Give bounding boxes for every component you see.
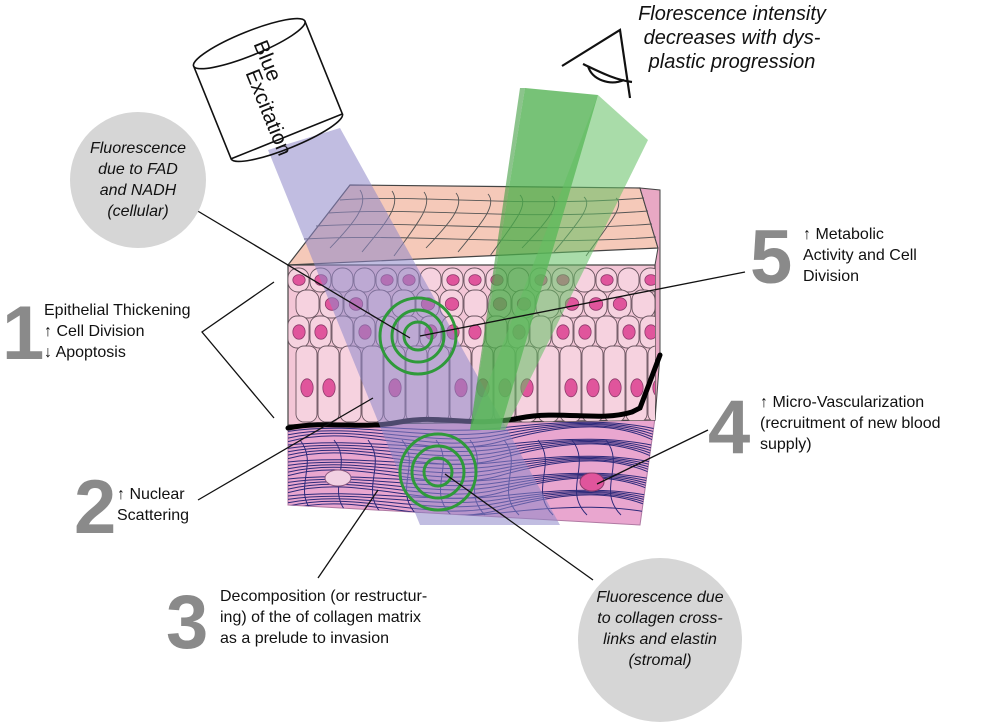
annotation-5-line-3: Division bbox=[803, 268, 860, 285]
epithelial-cell bbox=[463, 289, 488, 319]
annotation-3-text: Decomposition (or restructur- ing) of th… bbox=[220, 586, 427, 649]
cell-nucleus bbox=[630, 378, 644, 398]
cell-nucleus bbox=[644, 324, 655, 340]
epithelial-cell bbox=[617, 267, 640, 293]
cell-nucleus bbox=[586, 378, 600, 398]
annotation-4-line-1: ↑ Micro-Vascularization bbox=[760, 394, 925, 411]
stromal-fluorescence-spiral bbox=[398, 432, 478, 512]
cell-nucleus bbox=[622, 324, 636, 340]
cell-nucleus bbox=[588, 297, 604, 311]
annotation-5-text: ↑ Metabolic Activity and Cell Division bbox=[803, 224, 917, 287]
annotation-2-text: ↑ Nuclear Scattering bbox=[117, 484, 189, 526]
cell-nucleus bbox=[314, 324, 328, 340]
cell-nucleus bbox=[612, 297, 628, 311]
leader-3 bbox=[317, 489, 379, 579]
cellular-fluorescence-text: Fluorescence due to FAD and NADH (cellul… bbox=[89, 140, 187, 220]
annotation-4-number: 4 bbox=[708, 385, 751, 470]
leader-cellular bbox=[195, 209, 411, 339]
epithelial-cell bbox=[295, 289, 320, 319]
annotation-5-line-1: ↑ Metabolic bbox=[803, 226, 884, 243]
stromal-fluorescence-bubble: Fluorescence due to collagen cross- link… bbox=[578, 558, 742, 722]
annotation-3-line-2: ing) of the of collagen matrix bbox=[220, 609, 421, 626]
cell-nucleus bbox=[292, 324, 306, 340]
annotation-2-number: 2 bbox=[74, 465, 117, 550]
annotation-1-line-1: Epithelial Thickening bbox=[44, 302, 191, 319]
cell-nucleus bbox=[292, 274, 306, 286]
blood-vessel-cell bbox=[579, 472, 605, 492]
annotation-4-line-2: (recruitment of new blood bbox=[760, 415, 941, 432]
annotation-2-line-1: ↑ Nuclear bbox=[117, 486, 185, 503]
annotation-1-line-2: ↑ Cell Division bbox=[44, 323, 145, 340]
eye-icon bbox=[561, 28, 633, 99]
cell-nucleus bbox=[468, 324, 482, 340]
annotation-3-line-1: Decomposition (or restructur- bbox=[220, 588, 428, 605]
annotation-3-line-3: as a prelude to invasion bbox=[220, 630, 389, 647]
leader-lines bbox=[195, 209, 746, 581]
cell-nucleus bbox=[300, 378, 314, 398]
annotation-4-line-3: supply) bbox=[760, 436, 812, 453]
cell-nucleus bbox=[652, 378, 655, 398]
cell-nucleus bbox=[600, 274, 614, 286]
cellular-fluorescence-bubble: Fluorescence due to FAD and NADH (cellul… bbox=[70, 112, 206, 248]
blue-excitation-source bbox=[192, 17, 344, 163]
observation-note: Florescence intensity decreases with dys… bbox=[638, 3, 826, 73]
cell-nucleus bbox=[578, 324, 592, 340]
annotation-5-line-2: Activity and Cell bbox=[803, 247, 917, 264]
leader-4 bbox=[596, 429, 709, 485]
cell-nucleus bbox=[564, 378, 578, 398]
leader-stromal bbox=[444, 473, 594, 581]
green-emission-cone bbox=[470, 88, 648, 430]
cell-nucleus bbox=[444, 297, 460, 311]
epithelial-cell bbox=[537, 345, 560, 423]
annotation-3-number: 3 bbox=[166, 580, 209, 665]
leader-1-bracket bbox=[201, 281, 275, 419]
cell-nucleus bbox=[468, 274, 482, 286]
epithelial-cell bbox=[595, 315, 618, 349]
cell-nucleus bbox=[322, 378, 336, 398]
annotation-5-number: 5 bbox=[750, 215, 793, 300]
cell-nucleus bbox=[446, 274, 460, 286]
cell-nucleus bbox=[556, 324, 570, 340]
stromal-fluorescence-text: Fluorescence due to collagen cross- link… bbox=[596, 589, 724, 669]
annotation-1-line-3: ↓ Apoptosis bbox=[44, 344, 126, 361]
stroma-cell bbox=[324, 469, 352, 487]
annotation-1-text: Epithelial Thickening ↑ Cell Division ↓ … bbox=[44, 300, 190, 363]
cell-nucleus bbox=[644, 274, 655, 286]
annotation-2-line-2: Scattering bbox=[117, 507, 190, 524]
annotation-4-text: ↑ Micro-Vascularization (recruitment of … bbox=[760, 392, 941, 455]
cell-nucleus bbox=[608, 378, 622, 398]
leader-5 bbox=[419, 271, 746, 337]
cellular-fluorescence-spiral bbox=[378, 296, 458, 376]
leader-2 bbox=[197, 397, 374, 501]
annotation-1-number: 1 bbox=[2, 291, 45, 376]
